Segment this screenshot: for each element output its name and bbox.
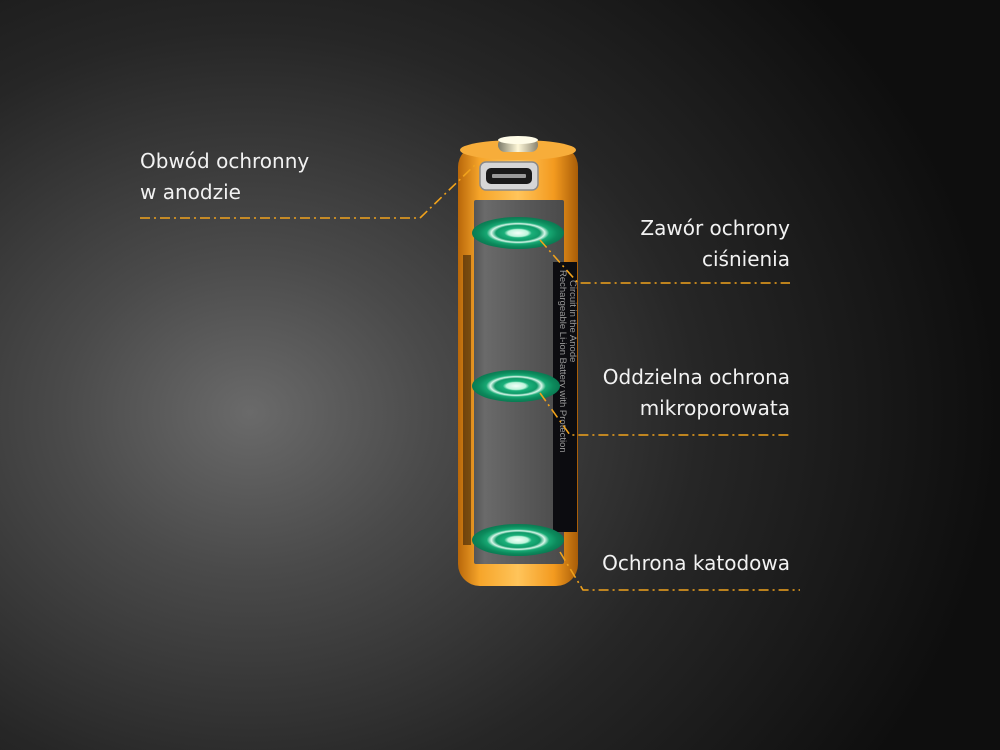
label-pressure-valve: Zawór ochrony ciśnienia (640, 213, 790, 275)
usb-port-icon (479, 161, 539, 191)
callout-line-anode (140, 164, 476, 219)
battery-edge-shadow (463, 255, 471, 545)
label-cathode: Ochrona katodowa (602, 548, 790, 579)
label-separator-line2: mikroporowata (639, 396, 790, 420)
label-separator: Oddzielna ochrona mikroporowata (603, 362, 790, 424)
battery-wrap-text-2: Circuit in the Anode (567, 280, 578, 362)
battery-wrap-text-1: Rechargeable Li-ion Battery with Protect… (557, 270, 568, 453)
protection-ring-bottom (472, 524, 564, 556)
label-anode-circuit: Obwód ochronny w anodzie (140, 146, 309, 208)
label-cathode-line1: Ochrona katodowa (602, 551, 790, 575)
label-anode-circuit-line2: w anodzie (140, 180, 241, 204)
protection-ring-top (472, 217, 564, 249)
protection-ring-middle (472, 370, 560, 402)
battery: Rechargeable Li-ion Battery with Protect… (458, 136, 578, 586)
label-pressure-valve-line1: Zawór ochrony (640, 216, 790, 240)
label-separator-line1: Oddzielna ochrona (602, 365, 790, 389)
label-anode-circuit-line1: Obwód ochronny (140, 149, 310, 173)
label-pressure-valve-line2: ciśnienia (702, 247, 790, 271)
callout-line-cathode (559, 551, 800, 591)
battery-wrap-strip (553, 262, 577, 532)
battery-top-cap-face (498, 136, 538, 144)
